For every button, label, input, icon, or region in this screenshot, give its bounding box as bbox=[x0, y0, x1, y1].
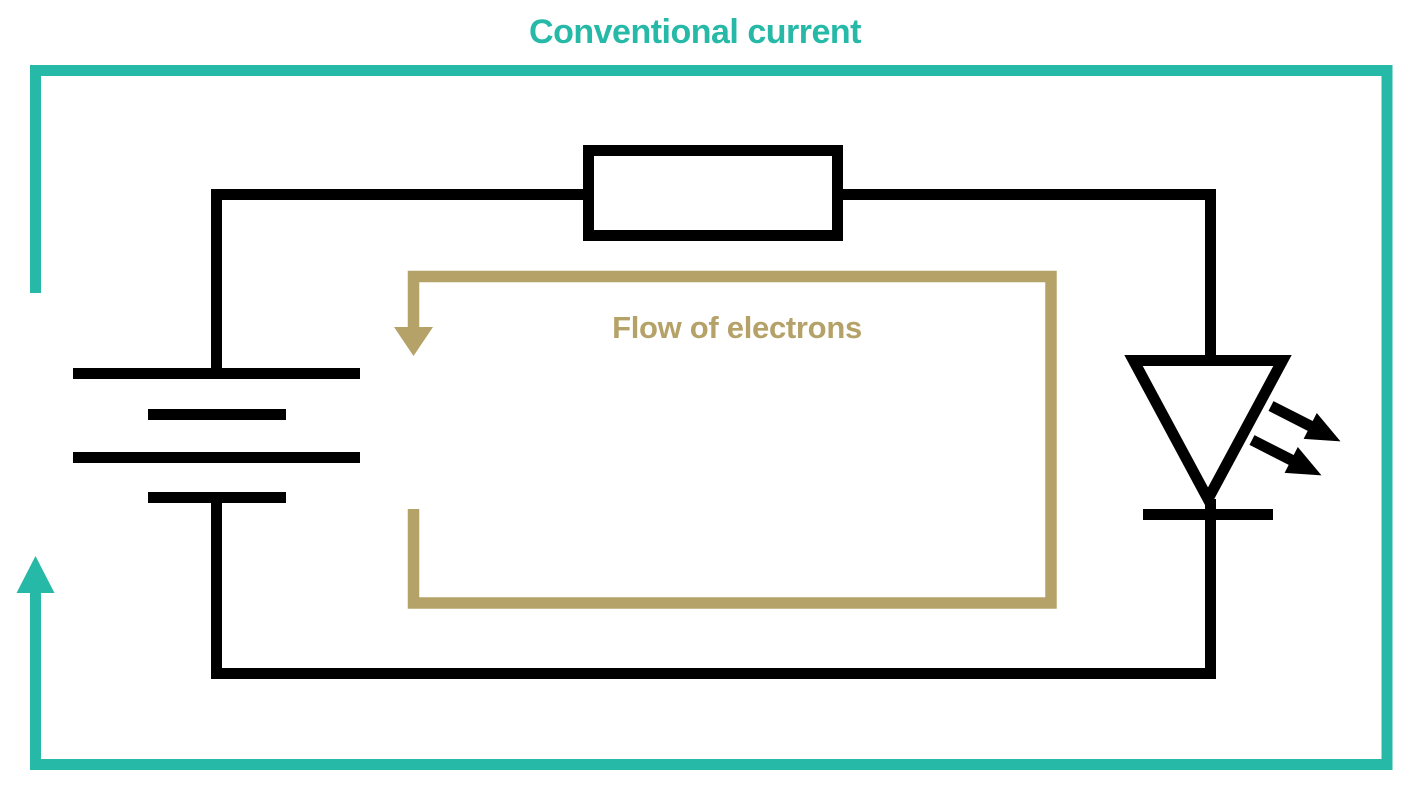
led-light-arrow-1 bbox=[1268, 401, 1341, 442]
conventional-current-loop bbox=[16, 65, 1393, 770]
battery-symbol bbox=[73, 368, 360, 503]
wire-resistor-to-led bbox=[838, 189, 1216, 361]
electron-flow-label: Flow of electrons bbox=[612, 310, 862, 345]
conventional-current-label: Conventional current bbox=[529, 13, 861, 51]
electron-flow-loop: Flow of electrons bbox=[394, 270, 1057, 609]
led-symbol bbox=[1124, 355, 1341, 520]
led-anode-triangle bbox=[1124, 355, 1292, 511]
led-light-arrow-shaft bbox=[1268, 401, 1316, 433]
led-light-arrowhead bbox=[1303, 413, 1341, 442]
led-light-arrowhead bbox=[1284, 447, 1322, 476]
conventional-current-path bbox=[30, 65, 1393, 770]
wire-battery-to-resistor bbox=[211, 189, 588, 374]
conventional-current-arrowhead bbox=[16, 556, 55, 593]
led-light-arrow-shaft bbox=[1249, 435, 1297, 467]
resistor-symbol bbox=[583, 145, 843, 241]
wire-led-to-battery bbox=[211, 496, 1216, 679]
electron-flow-arrowhead bbox=[394, 327, 433, 356]
led-light-arrow-2 bbox=[1249, 435, 1322, 476]
circuit-wires bbox=[211, 189, 1216, 679]
electron-flow-path bbox=[407, 270, 1057, 609]
